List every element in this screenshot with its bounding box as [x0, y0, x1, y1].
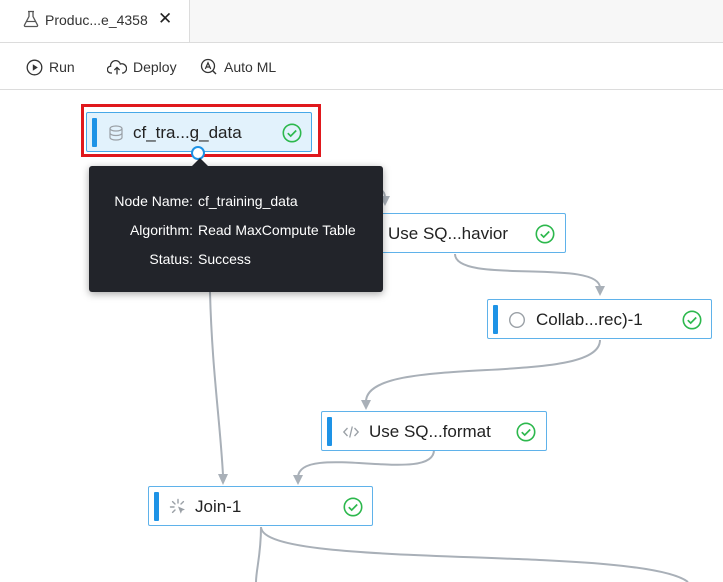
- join-icon: [169, 498, 185, 514]
- node-status-bar: [327, 417, 332, 446]
- deploy-button[interactable]: Deploy: [107, 57, 177, 77]
- edge-arrowhead: [595, 286, 605, 296]
- success-check-icon: [282, 123, 302, 143]
- node-label: Collab...rec)-1: [536, 310, 643, 329]
- automl-button[interactable]: Auto ML: [200, 57, 276, 77]
- tooltip-key: Node Name:: [114, 193, 193, 209]
- tooltip-value: Success: [198, 251, 251, 267]
- node-status-bar: [493, 305, 498, 334]
- node-label: Join-1: [195, 497, 242, 516]
- database-icon: [109, 125, 123, 141]
- node-read-table[interactable]: cf_tra...g_data: [86, 112, 312, 152]
- deploy-label: Deploy: [133, 59, 177, 75]
- connection-lines: [209, 185, 689, 582]
- tooltip-value: Read MaxCompute Table: [198, 222, 356, 238]
- play-icon: [26, 59, 43, 75]
- success-check-icon: [535, 224, 555, 244]
- node-sql-format[interactable]: Use SQ...format: [321, 411, 547, 451]
- edge-sql2-to-join: [297, 449, 435, 478]
- node-label: Use SQ...havior: [388, 224, 508, 243]
- tooltip-row-node-name: Node Name: cf_training_data: [89, 193, 383, 211]
- node-status-bar: [92, 118, 97, 147]
- tooltip-key: Algorithm:: [129, 222, 193, 238]
- edge-arrowhead: [293, 475, 303, 485]
- edge-arrowhead: [218, 474, 228, 485]
- run-label: Run: [49, 59, 75, 75]
- cloud-upload-icon: [107, 59, 127, 74]
- edge-collab-to-sql2: [364, 339, 601, 403]
- node-label: Use SQ...format: [369, 422, 491, 441]
- run-button[interactable]: Run: [26, 57, 75, 77]
- success-check-icon: [516, 422, 536, 442]
- tab-bar: Produc...e_4358 ✕: [0, 0, 723, 43]
- close-icon[interactable]: ✕: [158, 9, 173, 28]
- edge-join-out-1: [260, 526, 689, 582]
- node-tooltip: Node Name: cf_training_data Algorithm: R…: [89, 158, 383, 292]
- node-join[interactable]: Join-1: [148, 486, 373, 526]
- node-label: cf_tra...g_data: [133, 123, 242, 142]
- tooltip-row-algorithm: Algorithm: Read MaxCompute Table: [89, 222, 383, 240]
- code-icon: [342, 426, 360, 438]
- circle-icon: [508, 311, 526, 329]
- tab-title: Produc...e_4358: [45, 12, 148, 28]
- edge-sql-to-collab: [454, 253, 601, 289]
- edge-read-to-join: [209, 291, 224, 476]
- edge-arrowhead: [361, 400, 371, 410]
- automl-label: Auto ML: [224, 59, 277, 75]
- automl-icon: [200, 58, 217, 75]
- toolbar: Run Deploy Auto ML: [0, 43, 723, 90]
- tooltip-key: Status:: [149, 251, 193, 267]
- node-collaborative-filtering[interactable]: Collab...rec)-1: [487, 299, 712, 339]
- pipeline-canvas[interactable]: cf_tra...g_data Use SQ...havior Collab..…: [0, 90, 723, 582]
- success-check-icon: [343, 497, 363, 517]
- flask-icon: [23, 10, 39, 28]
- success-check-icon: [682, 310, 702, 330]
- edge-join-out-2: [255, 526, 262, 582]
- tooltip-value: cf_training_data: [198, 193, 298, 209]
- tooltip-row-status: Status: Success: [89, 251, 383, 269]
- tooltip-arrow: [192, 158, 208, 166]
- tab-pipeline[interactable]: Produc...e_4358 ✕: [0, 0, 190, 42]
- node-status-bar: [154, 492, 159, 521]
